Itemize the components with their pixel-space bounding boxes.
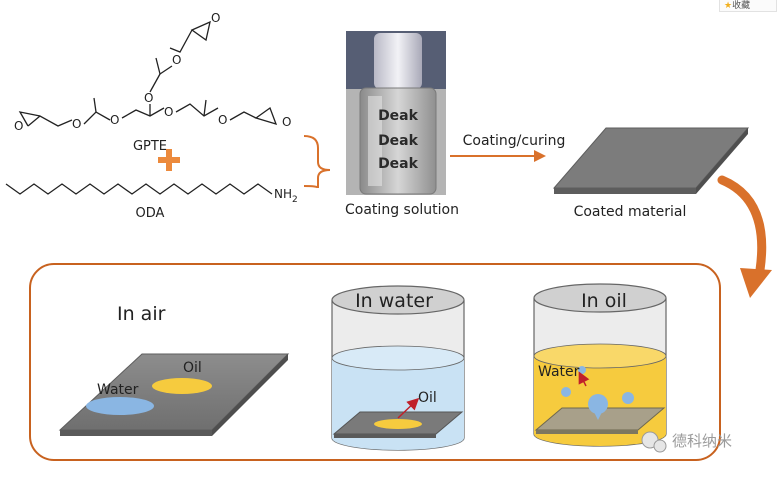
svg-text:O: O bbox=[282, 115, 291, 129]
bottle-text-3: Deak bbox=[378, 156, 419, 172]
in-air-label: In air bbox=[117, 303, 166, 325]
wechat-watermark bbox=[641, 431, 667, 453]
gpte-label: GPTE bbox=[133, 139, 167, 154]
oil-water-label: Water bbox=[538, 364, 580, 380]
brace bbox=[303, 135, 331, 189]
coated-plate bbox=[552, 127, 750, 194]
svg-text:O: O bbox=[211, 11, 220, 25]
coating-solution-photo: Deak Deak Deak bbox=[346, 31, 446, 195]
coated-material-label: Coated material bbox=[574, 204, 687, 220]
svg-text:O: O bbox=[110, 113, 119, 127]
oil-beaker bbox=[533, 283, 667, 447]
air-oil-drop bbox=[152, 378, 212, 394]
curved-arrow bbox=[717, 175, 767, 281]
svg-text:O: O bbox=[144, 91, 153, 105]
in-oil-label: In oil bbox=[581, 290, 627, 312]
coating-solution-label: Coating solution bbox=[345, 202, 459, 218]
air-water-drop bbox=[86, 397, 154, 415]
bottle-text-1: Deak bbox=[378, 108, 419, 124]
plus-icon bbox=[158, 149, 180, 171]
results-panel bbox=[29, 263, 721, 461]
svg-text:O: O bbox=[164, 105, 173, 119]
air-water-label: Water bbox=[97, 382, 139, 398]
in-water-label: In water bbox=[355, 290, 433, 312]
bottle-text-2: Deak bbox=[378, 133, 419, 149]
corner-badge-label: 收藏 bbox=[732, 1, 751, 11]
watermark-label: 德科纳米 bbox=[672, 432, 732, 450]
water-beaker bbox=[331, 285, 465, 451]
star-icon: ★ bbox=[724, 1, 733, 11]
svg-text:O: O bbox=[72, 117, 81, 131]
coating-curing-label: Coating/curing bbox=[463, 133, 566, 149]
oda-molecule bbox=[5, 183, 273, 195]
water-oil-label: Oil bbox=[418, 390, 437, 406]
corner-badge[interactable]: ★收藏 bbox=[719, 0, 777, 12]
svg-text:O: O bbox=[14, 119, 23, 133]
air-plate bbox=[58, 353, 290, 436]
oda-label: ODA bbox=[136, 206, 165, 221]
nh2-label: NH2 bbox=[274, 187, 298, 205]
svg-text:O: O bbox=[218, 113, 227, 127]
gpte-molecule: O O O O O O O O O bbox=[14, 11, 291, 133]
svg-text:O: O bbox=[172, 53, 181, 67]
air-oil-label: Oil bbox=[183, 360, 202, 376]
